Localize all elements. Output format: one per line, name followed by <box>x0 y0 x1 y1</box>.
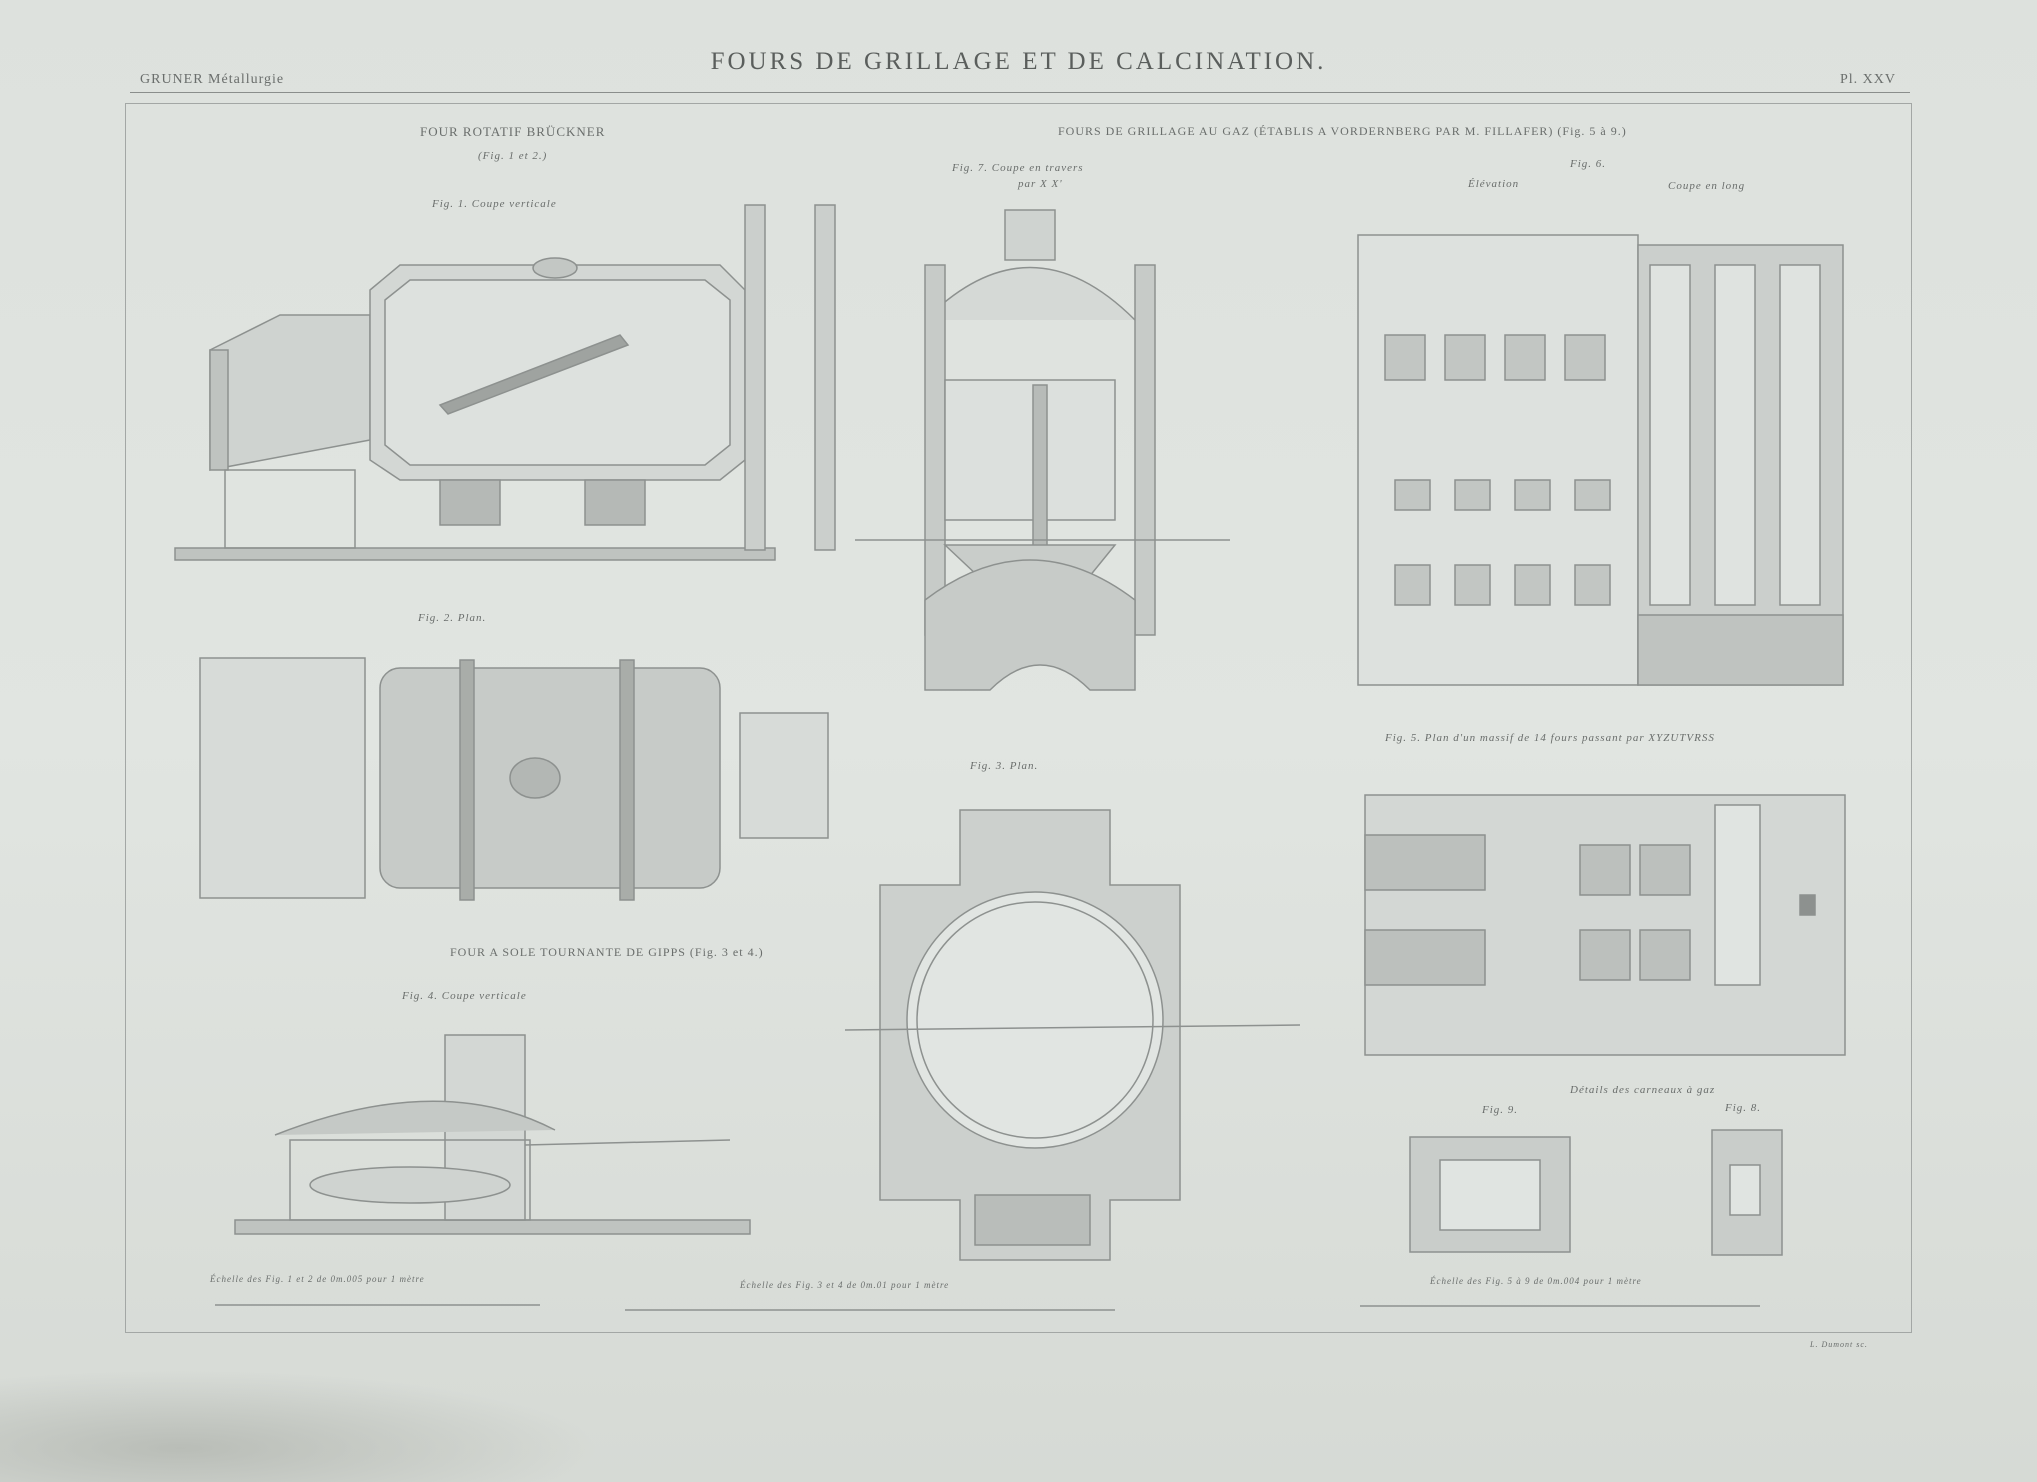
fig6-elevation-and-section <box>1357 234 1844 686</box>
engraver-credit: L. Dumont sc. <box>1810 1340 1868 1349</box>
fig2-plan <box>199 657 829 901</box>
section-bruckner-figs: (Fig. 1 et 2.) <box>478 150 548 162</box>
section-gaz: FOURS DE GRILLAGE AU GAZ (ÉTABLIS A VORD… <box>1058 124 1627 138</box>
fig6-caption: Fig. 6. <box>1570 158 1607 170</box>
scale-caption-2: Échelle des Fig. 3 et 4 de 0m.01 pour 1 … <box>740 1280 950 1290</box>
fig1-caption: Fig. 1. Coupe verticale <box>432 198 557 210</box>
fig5-plan-of-furnaces <box>1364 794 1846 1056</box>
plate-frame <box>125 103 1912 1333</box>
fig9-gas-flue-detail <box>1409 1136 1571 1253</box>
fig2-caption: Fig. 2. Plan. <box>418 612 487 624</box>
fig9-caption: Fig. 9. <box>1482 1104 1519 1116</box>
plate-title: FOURS DE GRILLAGE ET DE CALCINATION. <box>710 48 1327 75</box>
fig1-rotary-furnace-section <box>174 204 836 561</box>
scale-bars <box>215 1304 1760 1311</box>
header-rule <box>130 92 1910 93</box>
scale-caption-1: Échelle des Fig. 1 et 2 de 0m.005 pour 1… <box>210 1274 425 1284</box>
fig3-caption: Fig. 3. Plan. <box>970 760 1039 772</box>
fig4-vertical-section <box>234 1034 751 1235</box>
fig7-cross-section <box>855 209 1230 691</box>
fig4-caption: Fig. 4. Coupe verticale <box>402 990 527 1002</box>
plate-number: Pl. XXV <box>1840 72 1897 87</box>
coupe-long-caption: Coupe en long <box>1668 180 1746 192</box>
elevation-caption: Élévation <box>1468 178 1520 190</box>
fig7-subcaption: par X X' <box>1018 178 1063 190</box>
fig8-caption: Fig. 8. <box>1725 1102 1762 1114</box>
fig8-gas-flue-detail <box>1711 1129 1783 1256</box>
fig3-plan <box>844 809 1301 1261</box>
scale-caption-3: Échelle des Fig. 5 à 9 de 0m.004 pour 1 … <box>1430 1276 1642 1286</box>
fig7-caption: Fig. 7. Coupe en travers <box>952 162 1084 174</box>
fig5-caption: Fig. 5. Plan d'un massif de 14 fours pas… <box>1385 732 1715 744</box>
author-header: GRUNER Métallurgie <box>140 72 285 87</box>
details-caption: Détails des carneaux à gaz <box>1570 1084 1716 1096</box>
section-gipps: FOUR A SOLE TOURNANTE DE GIPPS (Fig. 3 e… <box>450 945 764 959</box>
paper-stain <box>0 1370 600 1482</box>
section-bruckner: FOUR ROTATIF BRÜCKNER <box>420 124 606 139</box>
